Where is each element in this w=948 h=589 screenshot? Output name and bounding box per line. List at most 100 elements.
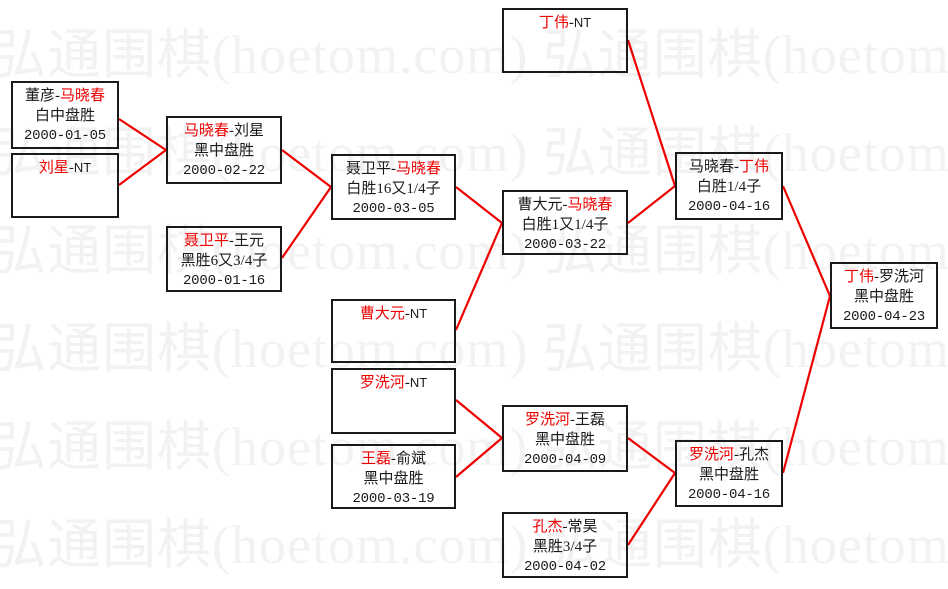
- match-date: 2000-04-02: [523, 558, 606, 575]
- match-box[interactable]: 曹大元-NT: [331, 299, 456, 363]
- player-left: 王磊: [360, 451, 391, 467]
- connector-dingwei-nt-to-maxiaochun-dingwei: [626, 39, 677, 187]
- pair-separator: -: [568, 15, 574, 31]
- match-pairing: 董彦-马晓春: [13, 87, 117, 107]
- connector-luoxihe-nt-to-luoxihe-wanglei: [455, 399, 503, 439]
- match-result: 白中盘胜: [34, 107, 95, 124]
- connector-wanglei-yubin-to-luoxihe-wanglei: [455, 437, 503, 478]
- player-right: 罗洗河: [879, 269, 925, 285]
- pair-separator: -: [874, 269, 879, 285]
- player-right-nt: NT: [73, 160, 92, 175]
- player-right: 俞斌: [396, 451, 427, 467]
- match-box[interactable]: 罗洗河-王磊黑中盘胜 2000-04-09: [502, 405, 628, 472]
- match-result: 黑胜6又3/4子: [180, 252, 268, 269]
- player-left: 罗洗河: [688, 447, 734, 463]
- match-result: 黑中盘胜: [363, 470, 424, 487]
- match-box[interactable]: 孔杰-常昊黑胜3/4子 2000-04-02: [502, 512, 628, 578]
- match-result: 白胜1又1/4子: [521, 216, 609, 233]
- match-pairing: 罗洗河-NT: [333, 374, 454, 394]
- match-pairing: 马晓春-刘星: [168, 122, 280, 142]
- player-left: 马晓春: [688, 159, 734, 175]
- match-result: 黑中盘胜: [193, 142, 254, 159]
- connector-dongyan-to-maxiaochun-liuxing: [118, 118, 167, 151]
- pair-separator: -: [229, 233, 234, 249]
- match-pairing: 马晓春-丁伟: [677, 158, 781, 178]
- player-left: 马晓春: [183, 123, 229, 139]
- pair-separator: -: [734, 447, 739, 463]
- match-result: 白胜16又1/4子: [346, 180, 441, 197]
- match-date: 2000-04-23: [842, 308, 925, 325]
- pair-separator: -: [404, 306, 410, 322]
- match-box[interactable]: 丁伟-NT: [502, 8, 628, 73]
- connector-maxiaochun-dingwei-to-final: [781, 185, 832, 297]
- watermark-row: 弘通围棋(hoetom.com) 弘通围棋(hoetom.com): [0, 25, 948, 85]
- pair-separator: -: [404, 375, 410, 391]
- player-left: 孔杰: [532, 519, 563, 535]
- connector-luoxihe-kongjie-to-final: [781, 295, 832, 474]
- player-right-nt: NT: [573, 15, 592, 30]
- pair-separator: -: [229, 123, 234, 139]
- match-date: 2000-04-09: [523, 451, 606, 468]
- player-left: 曹大元: [517, 197, 563, 213]
- player-left: 聂卫平: [345, 161, 391, 177]
- match-box[interactable]: 聂卫平-马晓春白胜16又1/4子 2000-03-05: [331, 154, 456, 220]
- match-box[interactable]: 曹大元-马晓春白胜1又1/4子 2000-03-22: [502, 190, 628, 255]
- player-right: 马晓春: [396, 161, 442, 177]
- player-left: 聂卫平: [183, 233, 229, 249]
- pair-separator: -: [562, 519, 568, 535]
- match-result: 白胜1/4子: [696, 178, 762, 195]
- match-pairing: 聂卫平-马晓春: [333, 160, 454, 180]
- pair-separator: -: [55, 88, 60, 104]
- match-date: 2000-03-22: [523, 236, 606, 253]
- watermark-row: 弘通围棋(hoetom.com) 弘通围棋(hoetom.com): [0, 319, 948, 379]
- player-right: 常昊: [567, 519, 598, 535]
- player-left: 罗洗河: [359, 375, 405, 391]
- match-result: 黑中盘胜: [534, 431, 595, 448]
- player-right: 丁伟: [739, 159, 770, 175]
- match-pairing: 丁伟-NT: [504, 14, 626, 34]
- player-right: 马晓春: [567, 197, 613, 213]
- match-box[interactable]: 罗洗河-NT: [331, 368, 456, 434]
- pair-separator: -: [734, 159, 739, 175]
- match-date: 2000-03-05: [352, 200, 435, 217]
- match-pairing: 王磊-俞斌: [333, 450, 454, 470]
- match-date: 2000-03-19: [352, 490, 435, 507]
- connector-nieweiping-to-caodayuan-maxiaochun: [455, 186, 503, 224]
- player-right: 王元: [234, 233, 265, 249]
- pair-separator: -: [68, 160, 74, 176]
- player-left: 董彦: [24, 88, 55, 104]
- match-box[interactable]: 丁伟-罗洗河黑中盘胜 2000-04-23: [830, 262, 938, 329]
- match-pairing: 罗洗河-王磊: [504, 411, 626, 431]
- match-box[interactable]: 刘星-NT: [11, 153, 119, 218]
- connector-kongjie-changhao-to-luoxihe-kongjie: [627, 472, 676, 546]
- connector-caodayuan-maxiaochun-to-maxiaochun-dingwei: [627, 185, 676, 224]
- player-left: 刘星: [38, 160, 69, 176]
- match-box[interactable]: 王磊-俞斌黑中盘胜 2000-03-19: [331, 444, 456, 509]
- player-right: 马晓春: [60, 88, 106, 104]
- match-pairing: 聂卫平-王元: [168, 232, 280, 252]
- connector-caodayuan-nt-to-caodayuan-maxiaochun: [454, 222, 504, 331]
- match-date: 2000-02-22: [182, 162, 265, 179]
- player-left: 丁伟: [538, 15, 569, 31]
- player-left: 曹大元: [359, 306, 405, 322]
- player-left: 丁伟: [843, 269, 874, 285]
- match-result: 黑中盘胜: [853, 288, 914, 305]
- player-left: 罗洗河: [524, 412, 570, 428]
- match-pairing: 曹大元-NT: [333, 305, 454, 325]
- match-pairing: 刘星-NT: [13, 159, 117, 179]
- player-right: 刘星: [234, 123, 265, 139]
- connector-luoxihe-wanglei-to-luoxihe-kongjie: [627, 437, 676, 474]
- player-right-nt: NT: [409, 306, 428, 321]
- match-date: 2000-01-16: [182, 272, 265, 289]
- match-pairing: 曹大元-马晓春: [504, 196, 626, 216]
- match-result: 黑中盘胜: [698, 466, 759, 483]
- match-result: 黑胜3/4子: [532, 538, 598, 555]
